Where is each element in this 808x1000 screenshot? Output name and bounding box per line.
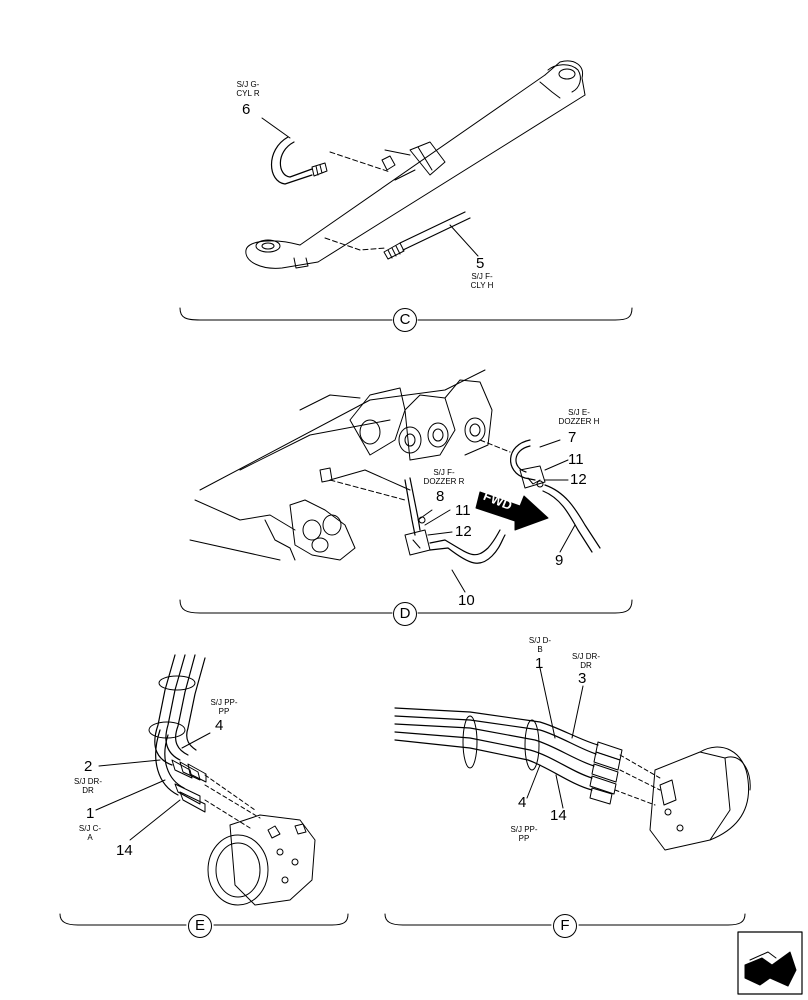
part-number-7: 7 — [568, 429, 577, 446]
part-number-1-e: 1 — [86, 805, 95, 822]
next-page-button[interactable] — [738, 932, 802, 994]
part-number-11-right: 11 — [568, 451, 584, 468]
next-page-arrow-icon — [737, 931, 803, 995]
part-number-2-e: 2 — [84, 758, 93, 775]
view-d-dozer-frame — [179, 369, 633, 614]
part-number-12-right: 12 — [570, 471, 587, 488]
part-number-11-left: 11 — [455, 502, 471, 519]
view-callout-f: F — [553, 914, 577, 938]
part-number-10: 10 — [458, 592, 475, 609]
part-number-12-left: 12 — [455, 523, 472, 540]
callout-label-sj-g-cyl-r: S/J G- CYL R — [236, 80, 260, 98]
view-e-hose-bundle — [59, 654, 349, 926]
view-callout-d: D — [393, 602, 417, 626]
callout-label-sj-d-b: S/J D- B — [528, 636, 552, 654]
fwd-arrow-icon — [475, 491, 549, 531]
part-number-14-e: 14 — [116, 842, 133, 859]
part-number-4-e: 4 — [215, 717, 224, 734]
part-number-1-f: 1 — [535, 655, 544, 672]
part-number-8: 8 — [436, 488, 445, 505]
callout-label-sj-pp-pp-f: S/J PP- PP — [510, 825, 538, 843]
view-c-cylinder — [179, 60, 633, 321]
callout-label-sj-f-cly-h: S/J F- CLY H — [470, 272, 494, 290]
part-number-5: 5 — [476, 255, 485, 272]
callout-label-sj-pp-pp-e: S/J PP- PP — [210, 698, 238, 716]
part-number-4-f: 4 — [518, 794, 527, 811]
part-number-3-f: 3 — [578, 670, 587, 687]
callout-label-sj-e-dozzer-h: S/J E- DOZZER H — [558, 408, 600, 426]
part-number-14-f: 14 — [550, 807, 567, 824]
callout-label-sj-dr-dr-f: S/J DR- DR — [572, 652, 600, 670]
view-callout-c: C — [393, 308, 417, 332]
view-f-hose-bundle — [384, 667, 751, 926]
callout-label-sj-c-a: S/J C- A — [78, 824, 102, 842]
callout-label-sj-dr-dr-e: S/J DR- DR — [74, 777, 102, 795]
view-callout-e: E — [188, 914, 212, 938]
part-number-6: 6 — [242, 101, 251, 118]
part-number-9: 9 — [555, 552, 564, 569]
callout-label-sj-f-dozzer-r: S/J F- DOZZER R — [423, 468, 465, 486]
